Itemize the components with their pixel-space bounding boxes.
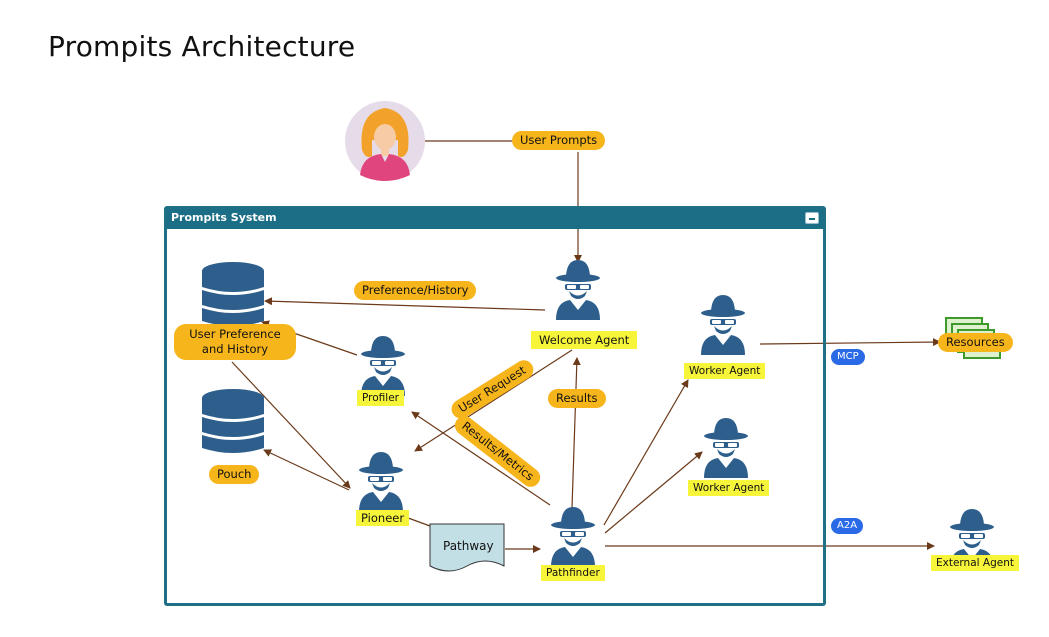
node-resources: Resources — [938, 333, 1013, 352]
node-pathway: Pathway — [443, 539, 494, 553]
system-label: Prompits System — [171, 211, 277, 224]
node-user-preference-history: User Preference and History — [174, 324, 296, 360]
edge-label-mcp: MCP — [831, 349, 865, 365]
node-profiler: Profiler — [357, 390, 404, 406]
node-worker-agent-1: Worker Agent — [684, 363, 766, 379]
connectors — [231, 140, 941, 553]
edge-pathfinder-to-worker1 — [603, 379, 689, 526]
node-pathfinder: Pathfinder — [541, 565, 605, 581]
minimize-button[interactable] — [805, 212, 819, 224]
edge-pathfinder-to-worker2 — [604, 451, 703, 534]
node-user-prompts: User Prompts — [512, 131, 606, 150]
node-welcome-agent: Welcome Agent — [531, 331, 638, 349]
node-pouch: Pouch — [209, 465, 260, 484]
edge-label-a2a: A2A — [831, 518, 864, 534]
edge-welcome-to-pioneer — [414, 349, 573, 452]
page-title: Prompits Architecture — [48, 30, 356, 63]
user-avatar-icon — [345, 101, 425, 181]
edge-label-preference-history: Preference/History — [354, 281, 477, 300]
edge-worker1-to-resources — [759, 338, 941, 347]
document-icon — [429, 523, 505, 572]
edge-userpref-to-pioneer — [231, 361, 351, 489]
edge-pathfinder-to-welcome — [571, 357, 581, 509]
edge-pathfinder-to-profiler — [411, 411, 551, 506]
edge-pioneer-to-pouch — [263, 449, 350, 491]
node-worker-agent-2: Worker Agent — [688, 480, 770, 496]
edge-label-results: Results — [548, 389, 606, 408]
node-external-agent: External Agent — [931, 555, 1019, 571]
node-pioneer: Pioneer — [356, 510, 410, 526]
system-frame: Prompits System — [164, 206, 826, 606]
system-header: Prompits System — [167, 209, 823, 229]
edge-welcome-to-userpref — [264, 297, 546, 311]
